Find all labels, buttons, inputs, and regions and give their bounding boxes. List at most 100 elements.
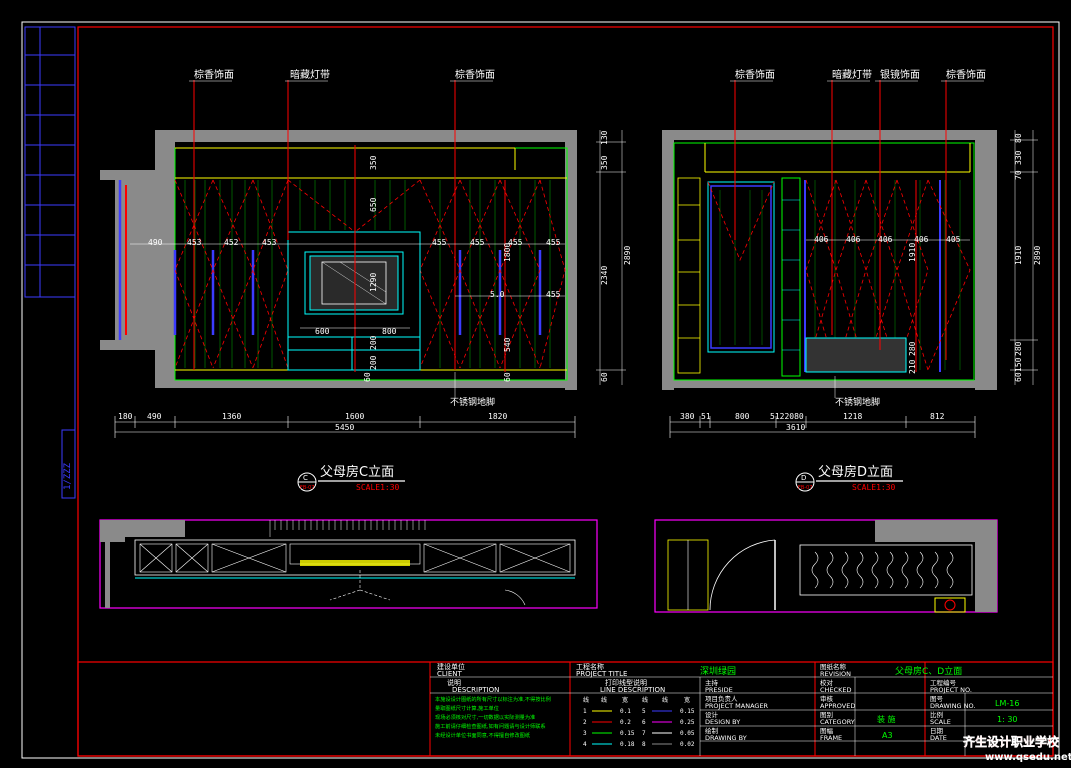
dim-c-small-right: 60 <box>503 372 512 382</box>
dim-c-top-7: 455 <box>546 238 561 247</box>
tb-lt-r2c0: 3 <box>583 730 587 737</box>
tb-project-name: 深圳绿园 <box>700 665 736 677</box>
tb-date-cn: 日期 <box>930 727 944 735</box>
dim-c-right-1: 5.0 <box>490 290 505 299</box>
tb-desc-line-0: 本施设设计图纸的所有尺寸以标注为准,不得按比例 <box>435 695 551 703</box>
tb-pm-en: PROJECT MANAGER <box>705 702 769 710</box>
tb-frame-value: A3 <box>882 731 893 740</box>
tb-lt-r0c2: 5 <box>642 708 646 715</box>
callout-d-3: 银镜饰面 <box>880 68 920 81</box>
watermark: 齐生设计职业学校 www.qsedu.net <box>963 734 1071 763</box>
dim-c-v-3: 200 <box>369 335 378 350</box>
dim-c-bottom-2: 1360 <box>222 412 241 421</box>
tb-lt-h1: 线 <box>601 696 607 704</box>
dim-d-center-1: 280 <box>908 341 917 356</box>
tb-lt-r2c3: 0.05 <box>680 730 695 737</box>
left-strip-vertical-text: 1/ZZZ <box>63 462 73 490</box>
dim-d-total: 3610 <box>786 423 805 432</box>
tb-date-en: DATE <box>930 734 947 742</box>
d-bottom-note: 不锈钢地脚 <box>835 396 880 408</box>
tb-desc-en: DESCRIPTION <box>452 686 499 694</box>
tb-project-title-en: PROJECT TITLE <box>576 670 627 678</box>
tb-category-cn: 图别 <box>820 710 833 719</box>
tb-lt-r3c2: 8 <box>642 741 646 748</box>
tb-preside-cn: 主持 <box>705 678 719 687</box>
tb-lt-h2: 宽 <box>622 696 628 704</box>
dim-c-top-3: 453 <box>262 238 277 247</box>
dim-d-side-6: 60 <box>1014 372 1023 382</box>
tb-lt-h4: 线 <box>662 696 668 704</box>
tb-desc-line-3: 施工前请仔细检查图纸,如有问题请与设计师联系 <box>435 722 546 730</box>
tb-lt-r2c2: 7 <box>642 730 646 737</box>
elevation-c: 棕香饰面 暗藏灯带 棕香饰面 490 453 452 453 455 455 4… <box>100 68 632 492</box>
tb-approved-en: APPROVED <box>820 702 855 710</box>
dim-c-v-2: 1290 <box>369 273 378 292</box>
tb-revision-en: REVISION <box>820 670 851 678</box>
tb-checked-cn: 校对 <box>820 678 834 687</box>
dim-d-bottom-4: 1218 <box>843 412 862 421</box>
tb-category-value: 装 施 <box>877 714 896 724</box>
dim-c-side-1: 350 <box>600 155 609 170</box>
tb-lt-r3c0: 4 <box>583 741 587 748</box>
dim-c-side-2: 2340 <box>600 266 609 285</box>
tb-draw-cn: 绘制 <box>705 726 719 735</box>
tb-line-desc-en: LINE DESCRIPTION <box>600 686 665 694</box>
tb-lt-r3c1: 0.18 <box>620 741 635 748</box>
dim-c-top-6: 455 <box>508 238 523 247</box>
dim-c-v-1: 650 <box>369 197 378 212</box>
d-bubble-top: D <box>801 474 806 482</box>
dim-d-bottom-5: 812 <box>930 412 945 421</box>
tb-project-title-cn: 工程名称 <box>576 662 604 671</box>
dim-c-inner-0: 600 <box>315 327 330 336</box>
tb-pm-cn: 项目负责人 <box>705 694 738 703</box>
c-bottom-note: 不锈钢地脚 <box>450 396 495 408</box>
sheet-border-outer <box>21 21 1060 759</box>
dim-d-side-0: 80 <box>1014 133 1023 143</box>
tb-design-cn: 设计 <box>705 710 719 719</box>
c-title: 父母房C立面 <box>320 464 394 480</box>
dim-c-inner-1: 800 <box>382 327 397 336</box>
tb-lt-r0c0: 1 <box>583 708 587 715</box>
dim-c-side-0: 130 <box>600 130 609 145</box>
tb-desc-line-4: 未经设计单位书面同意,不得擅自修改图纸 <box>435 731 530 739</box>
dim-c-v-0: 350 <box>369 155 378 170</box>
tb-drawing-no-cn: 图号 <box>930 695 944 703</box>
dim-d-center-2: 210 <box>908 359 917 374</box>
dim-c-top-5: 455 <box>470 238 485 247</box>
dim-c-right-2: 540 <box>503 337 512 352</box>
watermark-line1: 齐生设计职业学校 <box>963 734 1060 749</box>
plan-c <box>99 519 598 609</box>
dim-c-side-4: 60 <box>600 372 609 382</box>
tb-frame-cn: 图幅 <box>820 726 834 735</box>
watermark-line2: www.qsedu.net <box>985 752 1071 763</box>
d-title: 父母房D立面 <box>818 464 893 480</box>
dim-d-side-3: 1910 <box>1014 246 1023 265</box>
dim-d-top-0: 406 <box>814 235 829 244</box>
c-bubble-bottom: FB-07 <box>300 485 314 491</box>
dim-c-small-left: 60 <box>363 372 372 382</box>
title-block: 建设单位 CLIENT 说明 DESCRIPTION 本施设设计图纸的所有尺寸以… <box>77 661 1054 757</box>
elevation-d: 棕香饰面 暗藏灯带 银镜饰面 棕香饰面 406 406 406 406 405 … <box>662 68 1042 492</box>
tb-checked-en: CHECKED <box>820 686 851 694</box>
tb-desc-cn: 说明 <box>447 678 461 687</box>
tb-scale-value: 1: 30 <box>997 715 1018 724</box>
c-scale: SCALE1:30 <box>356 483 400 492</box>
dim-d-side-5: 280 <box>1014 341 1023 356</box>
dim-c-bottom-4: 1820 <box>488 412 507 421</box>
dim-d-bottom-1: 51 <box>701 412 711 421</box>
d-bubble-bottom: FB-07 <box>798 485 812 491</box>
tb-drawing-name: 父母房C、D立面 <box>895 665 962 677</box>
callout-d-1: 棕香饰面 <box>735 68 775 81</box>
dim-c-top-2: 452 <box>224 238 239 247</box>
dim-c-side-3: 2890 <box>623 246 632 265</box>
tb-category-en: CATEGORY <box>820 718 855 726</box>
tb-drawing-no-value: LM-16 <box>995 699 1019 708</box>
dim-d-center-0: 1910 <box>908 243 917 262</box>
callout-d-4: 棕香饰面 <box>946 68 986 81</box>
dim-d-side-2: 70 <box>1014 170 1023 180</box>
dim-c-bottom-1: 490 <box>147 412 162 421</box>
callout-c-1: 棕香饰面 <box>194 68 234 81</box>
tb-desc-line-1: 量取图纸尺寸计算,施工单位 <box>435 704 499 712</box>
tb-scale-en: SCALE <box>930 718 951 726</box>
tb-project-no-cn: 工程编号 <box>930 678 957 687</box>
